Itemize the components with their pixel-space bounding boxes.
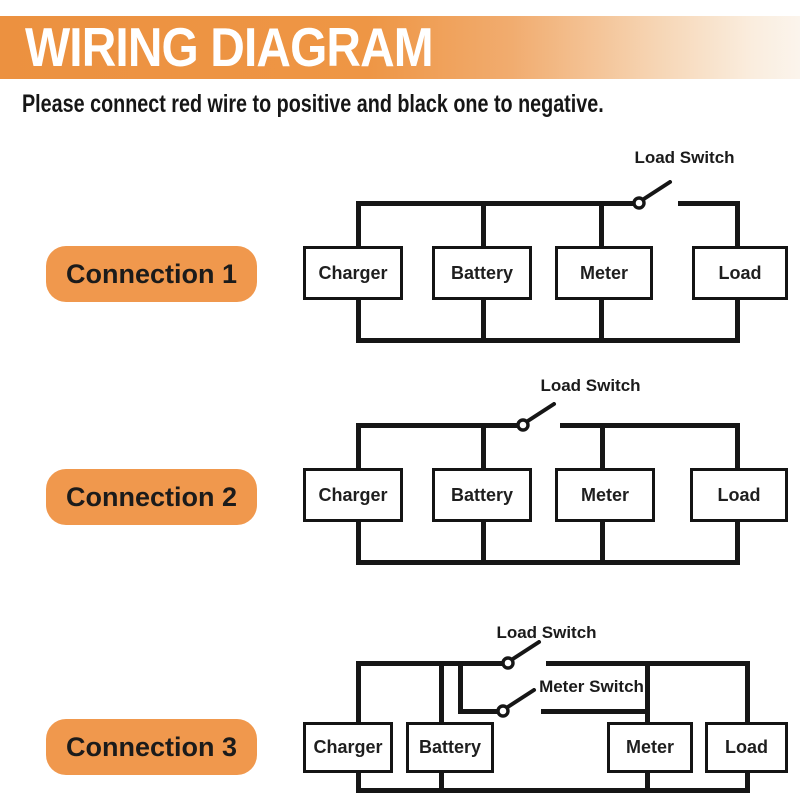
wire-segment [645,661,650,722]
wire-segment [356,522,361,565]
wire-segment [458,709,498,714]
wire-segment [481,522,486,565]
wire-segment [439,661,444,722]
wire-segment [735,201,740,246]
wire-segment [735,522,740,565]
load-box: Load [705,722,788,773]
load-switch-icon [501,640,541,670]
wire-segment [745,773,750,793]
wire-segment [356,423,361,468]
wire-segment [356,661,503,666]
wire-segment [541,709,650,714]
meter-box: Meter [607,722,693,773]
wire-segment [560,423,740,428]
meter-box: Meter [555,246,653,300]
subtitle: Please connect red wire to positive and … [22,90,604,118]
wire-segment [458,661,463,714]
header-bar: WIRING DIAGRAM [0,16,800,79]
connection-3-label: Connection 3 [46,719,257,775]
charger-box: Charger [303,246,403,300]
wire-segment [356,788,750,793]
wire-segment [356,773,361,793]
connection-2-label: Connection 2 [46,469,257,525]
wire-segment [481,201,486,246]
connection-1-label: Connection 1 [46,246,257,302]
wire-segment [735,423,740,468]
page-title: WIRING DIAGRAM [25,16,434,78]
wire-segment [439,773,444,793]
charger-box: Charger [303,722,393,773]
wire-segment [599,201,604,246]
wire-segment [481,300,486,343]
load-switch-label: Load Switch [496,623,597,642]
wire-segment [600,522,605,565]
wire-segment [356,201,634,206]
wire-segment [356,201,361,246]
wire-segment [745,661,750,722]
battery-box: Battery [406,722,494,773]
meter-box: Meter [555,468,655,522]
wire-segment [678,201,740,206]
charger-box: Charger [303,468,403,522]
wire-segment [645,773,650,793]
wire-segment [356,338,740,343]
wire-segment [600,423,605,468]
load-switch-icon [632,180,672,210]
wire-segment [356,423,518,428]
load-switch-label: Load Switch [634,148,735,167]
battery-box: Battery [432,246,532,300]
load-box: Load [690,468,788,522]
load-switch-icon [516,402,556,432]
wire-segment [735,300,740,343]
load-switch-label: Load Switch [540,376,641,395]
battery-box: Battery [432,468,532,522]
wire-segment [356,300,361,343]
wire-segment [356,560,740,565]
wire-segment [356,661,361,722]
meter-switch-label: Meter Switch [539,677,644,696]
load-box: Load [692,246,788,300]
meter-switch-icon [496,688,536,718]
wire-segment [481,423,486,468]
wire-segment [599,300,604,343]
